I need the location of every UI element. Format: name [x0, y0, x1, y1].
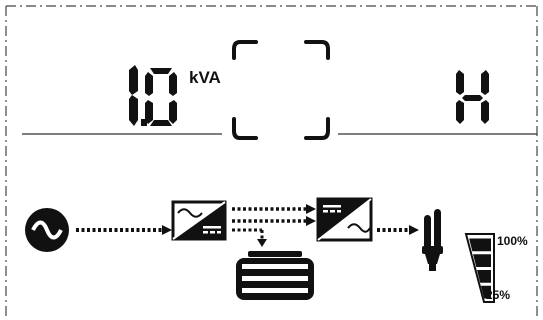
- dashed-border: [5, 5, 538, 318]
- battery-icon: [236, 251, 314, 300]
- mode-code-display: [456, 70, 489, 124]
- flow-arrow-output: [377, 225, 419, 235]
- flow-arrow-input: [76, 225, 172, 235]
- ac-input-icon: [25, 208, 69, 252]
- load-segment: [480, 285, 491, 299]
- lamp-icon: [422, 209, 443, 271]
- load-segment: [473, 254, 491, 267]
- load-max-label: 100%: [497, 234, 528, 248]
- rating-value-display: [129, 65, 177, 126]
- load-segment: [477, 270, 491, 283]
- load-level-segments: [469, 238, 491, 299]
- flow-arrow-battery: [232, 228, 267, 247]
- load-segment: [469, 238, 491, 252]
- center-bracket: [232, 40, 330, 140]
- load-bar-icon: [464, 233, 495, 303]
- rectifier-icon: [171, 200, 227, 241]
- flow-arrow-rectifier-inverter: [232, 204, 316, 226]
- rating-unit-label: kVA: [189, 68, 221, 87]
- load-min-label: 25%: [486, 288, 511, 302]
- inverter-icon: [316, 197, 373, 242]
